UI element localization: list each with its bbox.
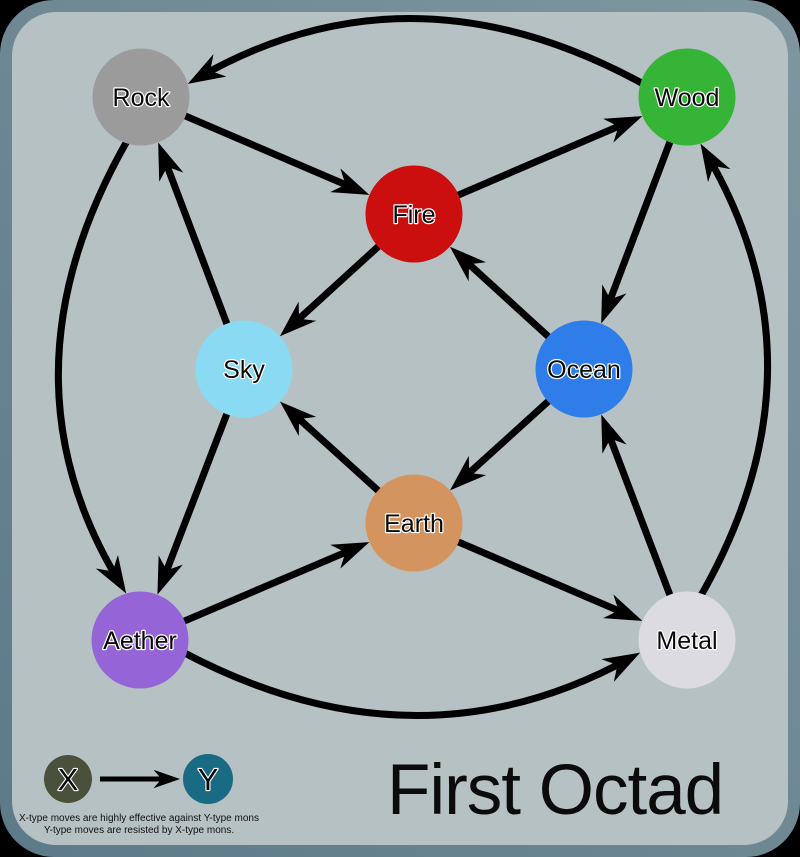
edge-ocean-fire bbox=[449, 246, 555, 343]
node-wood bbox=[638, 48, 736, 146]
edge-fire-sky bbox=[279, 240, 385, 337]
diagram-background bbox=[12, 12, 788, 845]
node-rock bbox=[92, 48, 190, 146]
node-label-fire: Fire bbox=[392, 201, 435, 229]
node-label-wood: Wood bbox=[655, 84, 720, 112]
edge-aether-metal bbox=[179, 648, 641, 719]
edge-fire-wood bbox=[451, 116, 643, 201]
edge-metal-ocean bbox=[601, 414, 676, 602]
node-aether bbox=[91, 591, 189, 689]
edge-rock-aether bbox=[54, 135, 132, 594]
legend-caption-line2: Y-type moves are resisted by X-type mons… bbox=[43, 824, 235, 836]
edge-metal-wood bbox=[695, 143, 772, 601]
node-label-aether: Aether bbox=[103, 627, 177, 655]
edges-layer bbox=[54, 15, 772, 719]
edge-sky-aether bbox=[157, 407, 233, 595]
node-sky bbox=[195, 320, 293, 418]
edge-sky-rock bbox=[158, 142, 233, 331]
legend-caption-line1: X-type moves are highly effective agains… bbox=[19, 813, 259, 824]
legend-caption: X-type moves are highly effective agains… bbox=[18, 813, 260, 836]
edge-aether-earth bbox=[177, 542, 370, 627]
legend-y-label: Y bbox=[198, 762, 219, 797]
node-ocean bbox=[535, 320, 633, 418]
legend-x-node bbox=[44, 755, 92, 803]
edge-wood-rock bbox=[187, 15, 648, 89]
node-label-earth: Earth bbox=[384, 510, 444, 538]
diagram-title: First Octad bbox=[387, 751, 724, 830]
node-label-ocean: Ocean bbox=[547, 356, 621, 384]
edge-earth-metal bbox=[451, 536, 643, 621]
node-label-rock: Rock bbox=[113, 84, 170, 112]
node-fire bbox=[365, 165, 463, 263]
edge-wood-ocean bbox=[601, 135, 676, 324]
node-earth bbox=[365, 474, 463, 572]
edge-earth-sky bbox=[279, 401, 385, 498]
legend-x-label: X bbox=[58, 762, 79, 797]
edge-ocean-earth bbox=[449, 394, 555, 491]
edge-rock-fire bbox=[178, 110, 370, 195]
node-metal bbox=[638, 591, 736, 689]
node-label-sky: Sky bbox=[223, 356, 265, 384]
legend-y-node bbox=[183, 754, 233, 804]
node-label-metal: Metal bbox=[656, 627, 717, 655]
